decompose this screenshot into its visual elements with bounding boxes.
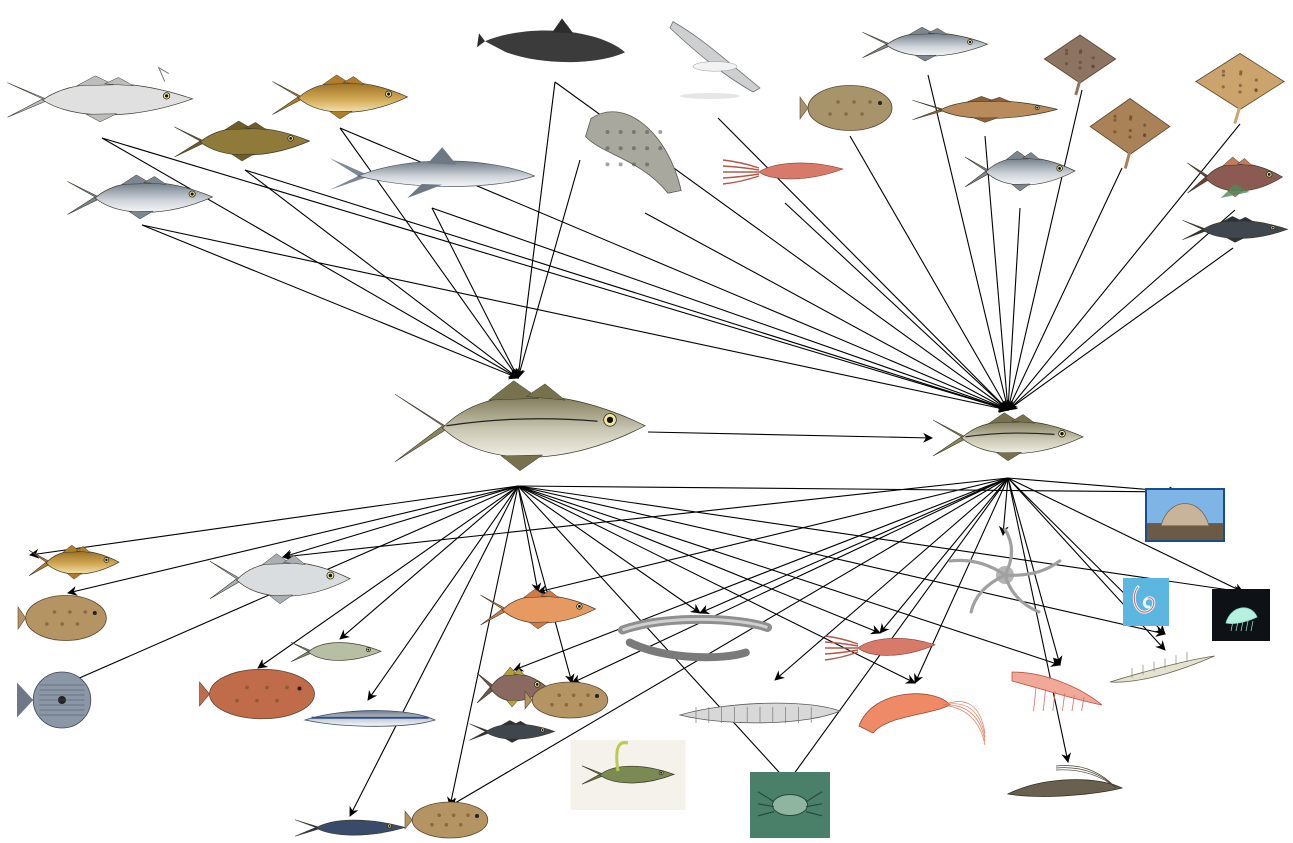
shrimp-icon	[1008, 765, 1122, 796]
edge-haddock-juvenile-to-lemon-sole	[572, 478, 1008, 683]
plaice-icon	[200, 669, 315, 719]
seabird-icon	[670, 22, 760, 99]
edge-spurdog-to-haddock-juvenile	[432, 208, 1008, 410]
edge-haddock-adult-to-red-mullet	[518, 486, 538, 592]
cod-large-1-icon	[273, 75, 408, 119]
edge-hake-to-haddock-juvenile	[928, 75, 1008, 410]
edge-cod-large-2-to-haddock-adult	[245, 170, 518, 378]
mantis-shrimp-icon	[680, 703, 840, 723]
edge-haddock-juvenile-to-eel	[700, 478, 1008, 613]
whiting-icon	[210, 554, 350, 604]
edge-haddock-adult-to-juvenile-cod	[30, 486, 518, 555]
thornback-ray-icon	[1090, 99, 1170, 169]
nodes-layer	[8, 18, 1288, 838]
edge-grey-seal-to-haddock-adult	[518, 160, 580, 378]
edge-haddock-juvenile-to-shrimp	[1008, 478, 1068, 762]
edge-haddock-adult-to-haddock-juvenile	[648, 432, 932, 438]
crab-icon	[750, 772, 830, 838]
dab-icon	[18, 596, 106, 641]
amphipod-icon	[1212, 589, 1270, 641]
edge-haddock-adult-to-whiting	[283, 486, 518, 557]
edge-haddock-juvenile-to-whiting	[283, 478, 1008, 557]
horse-mackerel-icon	[965, 151, 1075, 191]
edge-haddock-juvenile-to-squid-small	[880, 478, 1008, 633]
edge-cod-large-2-to-haddock-juvenile	[245, 170, 1008, 410]
edge-squid-to-haddock-juvenile	[785, 203, 1008, 410]
hake-icon	[863, 27, 988, 61]
polychaete-icon	[1123, 578, 1169, 626]
saithe-icon	[68, 175, 213, 219]
edge-thornback-ray-to-haddock-juvenile	[1008, 168, 1122, 410]
brittle-star-icon	[950, 529, 1060, 611]
harbour-porpoise-icon	[477, 18, 625, 62]
haddock-adult-icon	[395, 381, 645, 471]
edge-saithe-to-haddock-juvenile	[142, 225, 1008, 410]
squid-small-icon	[825, 636, 935, 660]
herring-icon	[291, 642, 381, 662]
edge-haddock-adult-to-polychaete	[518, 486, 1165, 634]
edge-skate-small-to-haddock-juvenile	[1008, 90, 1082, 410]
gurnard-juvenile-icon	[571, 740, 686, 810]
haddock-juvenile-icon	[933, 413, 1083, 461]
john-dory-icon	[17, 672, 91, 728]
sole-icon	[405, 802, 488, 838]
edge-anglerfish-to-haddock-juvenile	[102, 138, 1008, 410]
prawn-icon	[859, 694, 985, 745]
edge-harbour-porpoise-to-haddock-adult	[518, 82, 555, 378]
juvenile-cod-icon	[29, 545, 119, 579]
edge-haddock-adult-to-herring	[340, 486, 518, 639]
starry-ray-icon	[1196, 54, 1284, 124]
edge-gurnard-to-haddock-juvenile	[1008, 210, 1235, 410]
goby-icon	[470, 720, 555, 742]
krill-icon	[1012, 672, 1102, 711]
gurnard-icon	[1188, 157, 1283, 198]
red-mullet-icon	[481, 589, 596, 629]
anglerfish-icon	[8, 68, 193, 122]
edge-horse-mackerel-to-haddock-juvenile	[1008, 208, 1020, 410]
pogge-icon	[1183, 216, 1288, 242]
edge-saithe-to-haddock-adult	[142, 225, 518, 378]
sandeel-icon	[305, 711, 435, 727]
spurdog-icon	[330, 147, 535, 198]
mysid-icon	[1110, 652, 1215, 682]
edge-turbot-to-haddock-juvenile	[850, 136, 1008, 410]
grey-seal-icon	[586, 112, 682, 193]
edge-grey-seal-to-haddock-juvenile	[645, 213, 1008, 410]
whelk-icon	[1145, 488, 1225, 542]
edge-haddock-adult-to-whelk	[518, 486, 1178, 492]
cod-large-2-icon	[175, 121, 310, 161]
edge-pogge-to-haddock-juvenile	[1008, 248, 1233, 410]
skate-small-icon	[1044, 35, 1115, 95]
sprat-icon	[295, 820, 405, 837]
squid-icon	[723, 160, 843, 184]
turbot-icon	[800, 86, 892, 131]
